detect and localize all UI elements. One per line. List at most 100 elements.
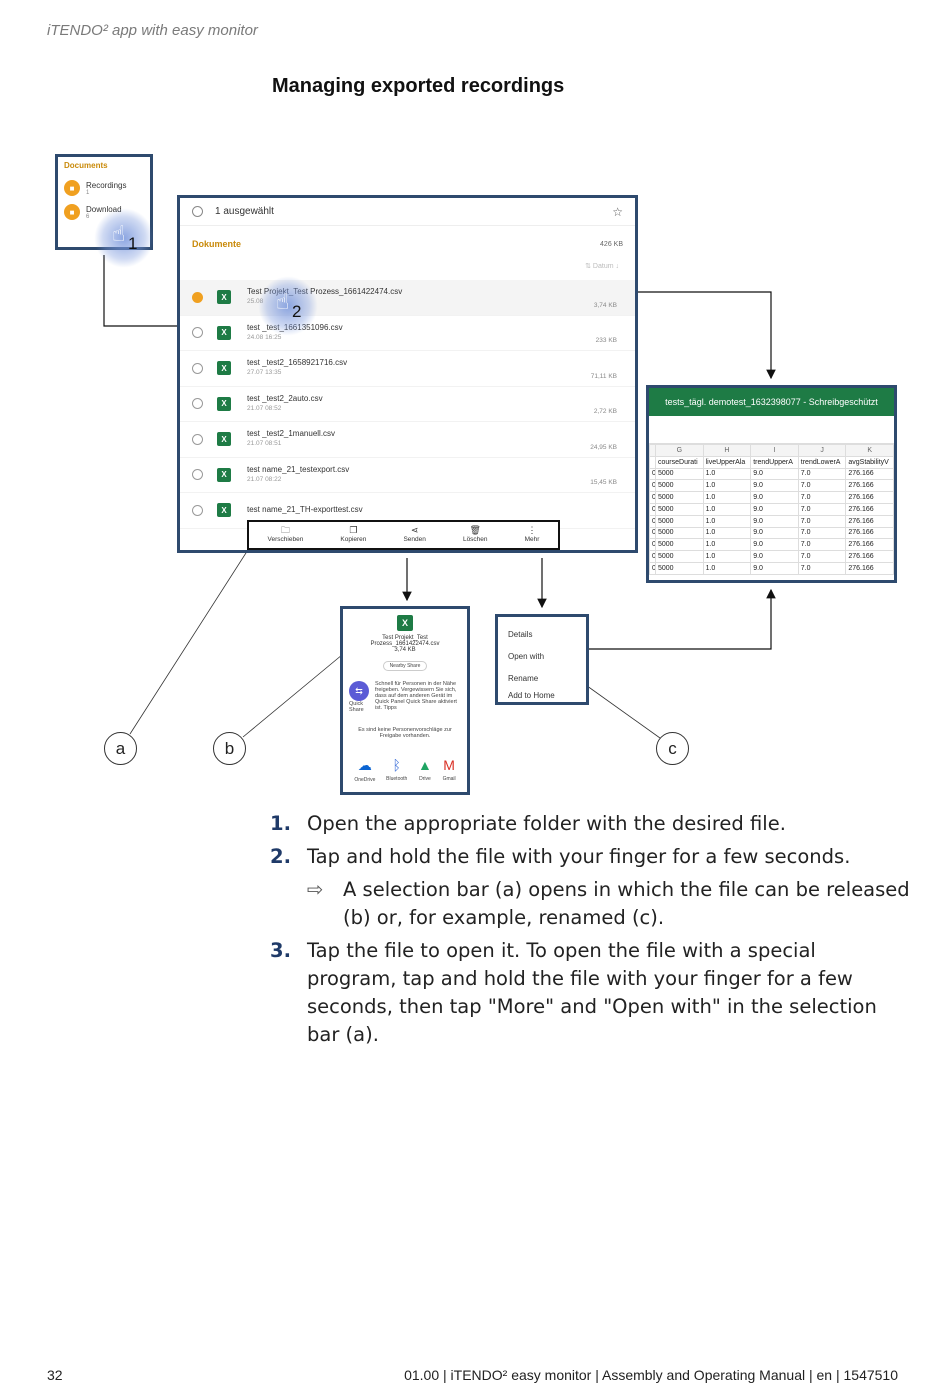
- sheet-cell[interactable]: 7.0: [797, 467, 847, 481]
- sheet-cell[interactable]: 0: [649, 491, 656, 504]
- sheet-cell[interactable]: 9.0: [750, 479, 799, 493]
- menu-item-open-with[interactable]: Open with: [508, 651, 545, 661]
- sheet-cell[interactable]: 5000: [655, 479, 704, 493]
- sheet-cell[interactable]: trendLowerA: [797, 455, 847, 469]
- step-1: 1. Open the appropriate folder with the …: [270, 812, 786, 835]
- sheet-cell[interactable]: K: [845, 444, 894, 457]
- sheet-cell[interactable]: 1.0: [702, 538, 752, 552]
- action-löschen[interactable]: 🗑Löschen: [462, 525, 488, 544]
- sheet-cell[interactable]: 276.166: [845, 491, 894, 504]
- quick-share[interactable]: ⇆ Quick Share Schnell für Personen in de…: [349, 681, 461, 713]
- sheet-cell[interactable]: 9.0: [750, 561, 799, 575]
- sheet-cell[interactable]: 276.166: [845, 467, 894, 481]
- sheet-cell[interactable]: [649, 444, 656, 457]
- sheet-cell[interactable]: 5000: [655, 538, 704, 552]
- sheet-cell[interactable]: 1.0: [702, 561, 752, 575]
- sheet-cell[interactable]: trendUpperA: [750, 455, 799, 469]
- menu-item-add-to-home-screen[interactable]: Add to Home screen: [508, 691, 555, 705]
- sheet-cell[interactable]: [649, 455, 656, 469]
- sheet-cell[interactable]: J: [797, 444, 847, 457]
- sheet-cell[interactable]: 7.0: [797, 514, 847, 528]
- documents-title: Documents: [64, 161, 108, 170]
- file-date: 27.07 13:35: [247, 369, 282, 377]
- sheet-cell[interactable]: 7.0: [797, 502, 847, 516]
- sheet-cell[interactable]: 5000: [655, 514, 704, 528]
- sheet-cell[interactable]: 276.166: [845, 479, 894, 493]
- sheet-cell[interactable]: 276.166: [845, 514, 894, 528]
- sheet-cell[interactable]: 9.0: [750, 550, 799, 563]
- action-verschieben[interactable]: 🗀Verschieben: [267, 525, 304, 544]
- sheet-cell[interactable]: 5000: [655, 502, 704, 516]
- sheet-cell[interactable]: 1.0: [702, 526, 752, 540]
- sheet-cell[interactable]: 9.0: [750, 526, 799, 540]
- sheet-cell[interactable]: 9.0: [750, 514, 799, 528]
- menu-item-details[interactable]: Details: [508, 629, 533, 639]
- row-checkbox[interactable]: [192, 398, 203, 410]
- sheet-cell[interactable]: 276.166: [845, 526, 894, 540]
- star-icon[interactable]: ☆: [612, 204, 623, 219]
- sheet-cell[interactable]: 9.0: [750, 467, 799, 481]
- sheet-cell[interactable]: 0: [649, 467, 656, 481]
- sheet-cell[interactable]: liveUpperAla: [702, 455, 752, 469]
- sheet-cell[interactable]: 276.166: [845, 502, 894, 516]
- sheet-cell[interactable]: H: [702, 444, 752, 457]
- sheet-cell[interactable]: 7.0: [797, 561, 847, 575]
- sheet-cell[interactable]: 5000: [655, 561, 704, 575]
- sheet-cell[interactable]: 276.166: [845, 538, 894, 552]
- sheet-cell[interactable]: 276.166: [845, 550, 894, 563]
- sheet-cell[interactable]: 276.166: [845, 561, 894, 575]
- sheet-cell[interactable]: 1.0: [702, 550, 752, 563]
- action-mehr[interactable]: ⋮Mehr: [524, 525, 540, 544]
- sheet-cell[interactable]: 9.0: [750, 538, 799, 552]
- sheet-cell[interactable]: 1.0: [702, 502, 752, 516]
- sheet-cell[interactable]: 5000: [655, 550, 704, 563]
- sheet-cell[interactable]: 1.0: [702, 479, 752, 493]
- action-senden[interactable]: ⋖Senden: [403, 525, 426, 544]
- select-all-checkbox[interactable]: [192, 206, 203, 217]
- sheet-cell[interactable]: G: [655, 444, 704, 457]
- leader-c: [582, 682, 661, 739]
- sheet-cell[interactable]: 5000: [655, 467, 704, 481]
- sheet-cell[interactable]: 7.0: [797, 491, 847, 504]
- share-app-onedrive[interactable]: ☁OneDrive: [354, 757, 376, 783]
- row-checkbox[interactable]: [192, 291, 203, 303]
- action-kopieren[interactable]: ❐Kopieren: [340, 525, 367, 544]
- sheet-cell[interactable]: 7.0: [797, 550, 847, 563]
- sheet-cell[interactable]: I: [750, 444, 799, 457]
- row-checkbox[interactable]: [192, 469, 203, 481]
- no-contacts-text: Es sind keine Personenvorschläge zur Fre…: [358, 727, 452, 739]
- sheet-cell[interactable]: 0: [649, 479, 656, 493]
- sheet-cell[interactable]: 1.0: [702, 491, 752, 504]
- share-app-drive[interactable]: ▲Drive: [418, 757, 432, 782]
- nearby-share-button[interactable]: Nearby Share: [382, 661, 428, 671]
- sheet-cell[interactable]: 0: [649, 561, 656, 575]
- row-checkbox[interactable]: [192, 362, 203, 374]
- sheet-cell[interactable]: 7.0: [797, 479, 847, 493]
- sheet-cell[interactable]: 5000: [655, 526, 704, 540]
- sheet-cell[interactable]: 9.0: [750, 502, 799, 516]
- row-checkbox[interactable]: [192, 327, 203, 339]
- row-checkbox[interactable]: [192, 504, 203, 516]
- sheet-cell[interactable]: 7.0: [797, 526, 847, 540]
- sheet-cell[interactable]: 1.0: [702, 467, 752, 481]
- sheet-cell[interactable]: avgStabilityV: [845, 455, 894, 469]
- sheet-cell[interactable]: courseDurati: [655, 455, 704, 469]
- menu-item-rename[interactable]: Rename: [508, 673, 539, 683]
- sheet-cell[interactable]: 1.0: [702, 514, 752, 528]
- sort-control[interactable]: ⇅ Datum ↓: [585, 263, 619, 270]
- sheet-cell[interactable]: 5000: [655, 491, 704, 504]
- row-checkbox[interactable]: [192, 433, 203, 445]
- sheet-cell[interactable]: 9.0: [750, 491, 799, 504]
- sheet-cell[interactable]: 7.0: [797, 538, 847, 552]
